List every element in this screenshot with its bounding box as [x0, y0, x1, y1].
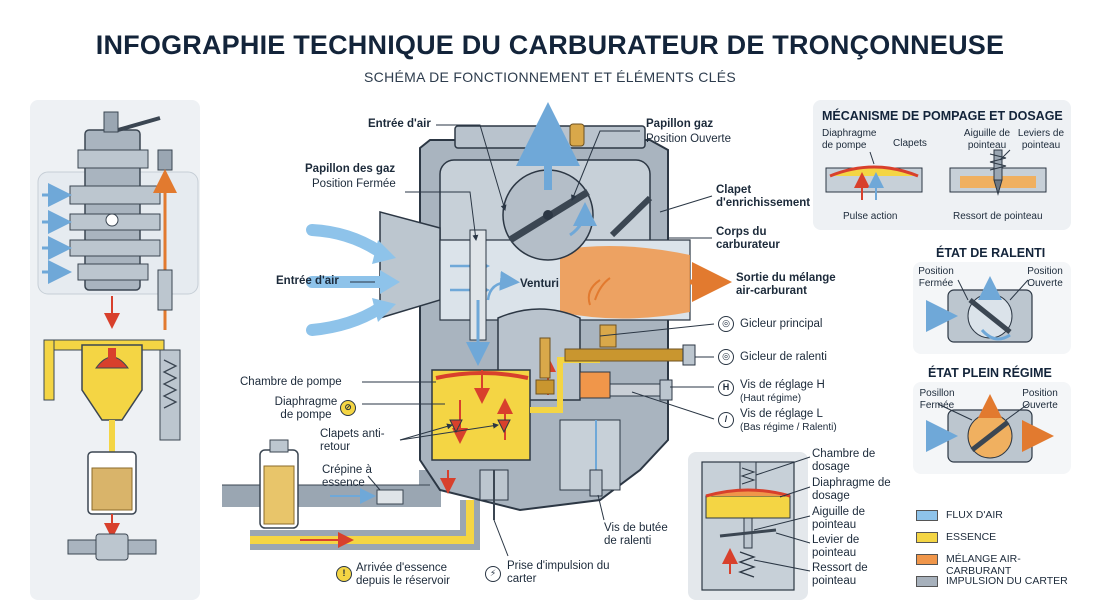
label-gicleur-ralenti: Gicleur de ralenti: [740, 351, 827, 363]
label-vis-l-sub: (Bas régime / Ralenti): [740, 422, 837, 433]
label-vis-h-title: Vis de réglage H: [740, 379, 825, 391]
ralenti-left: Position Fermée: [918, 266, 954, 289]
label-papillon-gaz-state: Position Ouverte: [646, 133, 732, 145]
plein-right: Position Ouverte: [1022, 388, 1058, 411]
label-clapet-enrichissement: Clapet d'enrichissement: [716, 184, 811, 209]
page-title: INFOGRAPHIE TECHNIQUE DU CARBURATEUR DE …: [95, 30, 1005, 60]
leader-lines: [350, 124, 1029, 572]
legend-label-impulsion: IMPULSION DU CARTER: [946, 575, 1068, 587]
label-entree-air-top: Entrée d'air: [368, 118, 431, 130]
label-gicleur-principal: Gicleur principal: [740, 318, 823, 330]
prise-impulsion-icon: ⚡: [485, 566, 501, 582]
mechanism-diaphragme: Diaphragme de pompe: [822, 128, 877, 151]
label-crepine: Crépine à essence: [322, 464, 372, 489]
ralenti-diagram: [926, 276, 1033, 343]
label-aiguille-pointeau: Aiguille de pointeau: [812, 506, 866, 531]
label-venturi: Venturi: [520, 278, 559, 290]
label-entree-air-left: Entrée d'air: [276, 275, 339, 287]
plein-regime-diagram: [926, 394, 1054, 463]
mechanism-ressort: Ressort de pointeau: [953, 211, 1043, 222]
legend-swatch-essence: [916, 532, 938, 543]
label-chambre-pompe: Chambre de pompe: [240, 376, 342, 388]
mechanism-clapets: Clapets: [893, 138, 927, 149]
gicleur-ralenti-icon: ◎: [718, 349, 734, 365]
label-sortie-melange: Sortie du mélange air-carburant: [736, 272, 836, 297]
mechanism-panel: [813, 100, 1071, 230]
label-vis-h-sub: (Haut régime): [740, 393, 802, 404]
label-clapets-anti-retour: Clapets anti-retour: [320, 428, 385, 453]
label-chambre-dosage: Chambre de dosage: [812, 448, 876, 473]
plein-left: Posillon Fermée: [919, 388, 955, 411]
side-view-assembly: [37, 111, 199, 561]
label-papillon-des-gaz-title: Papillon des gaz: [305, 163, 396, 175]
legend-label-air: FLUX D'AIR: [946, 509, 1003, 521]
label-papillon-gaz-title: Papillon gaz: [646, 118, 714, 130]
plein-title: ÉTAT PLEIN RÉGIME: [928, 366, 1052, 380]
legend-swatch-impulsion: [916, 576, 938, 587]
arrivee-essence-icon: !: [336, 566, 352, 582]
mechanism-title: MÉCANISME DE POMPAGE ET DOSAGE: [822, 109, 1063, 123]
diaphragme-icon: ⊘: [340, 400, 356, 416]
label-corps-carburateur: Corps du carburateur: [716, 226, 780, 251]
label-prise-impulsion: Prise d'impulsion du carter: [507, 560, 610, 585]
page-subtitle: SCHÉMA DE FONCTIONNEMENT ET ÉLÉMENTS CLÉ…: [364, 69, 736, 85]
main-carburetor: [222, 102, 732, 550]
label-diaphragme-dosage: Diaphragme de dosage: [812, 477, 891, 502]
mechanism-pulse: Pulse action: [843, 211, 898, 222]
mechanism-leviers: Leviers de pointeau: [1017, 128, 1065, 151]
mechanism-aiguille: Aiguille de pointeau: [963, 128, 1011, 151]
legend: FLUX D'AIR ESSENCE MÉLANGE AIR-CARBURANT…: [916, 508, 1076, 594]
legend-swatch-air: [916, 510, 938, 521]
label-papillon-des-gaz-state: Position Fermée: [312, 178, 396, 190]
legend-label-essence: ESSENCE: [946, 531, 997, 543]
label-ressort-pointeau: Ressort de pointeau: [812, 562, 868, 587]
label-diaphragme-pompe: Diaphragme de pompe: [274, 396, 338, 421]
legend-swatch-melange: [916, 554, 938, 565]
metering-detail: [701, 461, 795, 591]
mechanism-diagrams: [825, 149, 1047, 200]
label-levier-pointeau: Levier de pointeau: [812, 534, 860, 559]
label-vis-butee: Vis de butée de ralenti: [604, 522, 668, 547]
label-arrivee-essence: Arrivée d'essence depuis le réservoir: [356, 562, 450, 587]
gicleur-principal-icon: ◎: [718, 316, 734, 332]
vis-h-icon: H: [718, 380, 734, 396]
vis-l-icon: /: [718, 412, 734, 428]
legend-label-melange: MÉLANGE AIR-CARBURANT: [946, 553, 1021, 577]
ralenti-title: ÉTAT DE RALENTI: [936, 246, 1046, 260]
ralenti-right: Position Ouverte: [1027, 266, 1063, 289]
label-vis-l-title: Vis de réglage L: [740, 408, 823, 420]
